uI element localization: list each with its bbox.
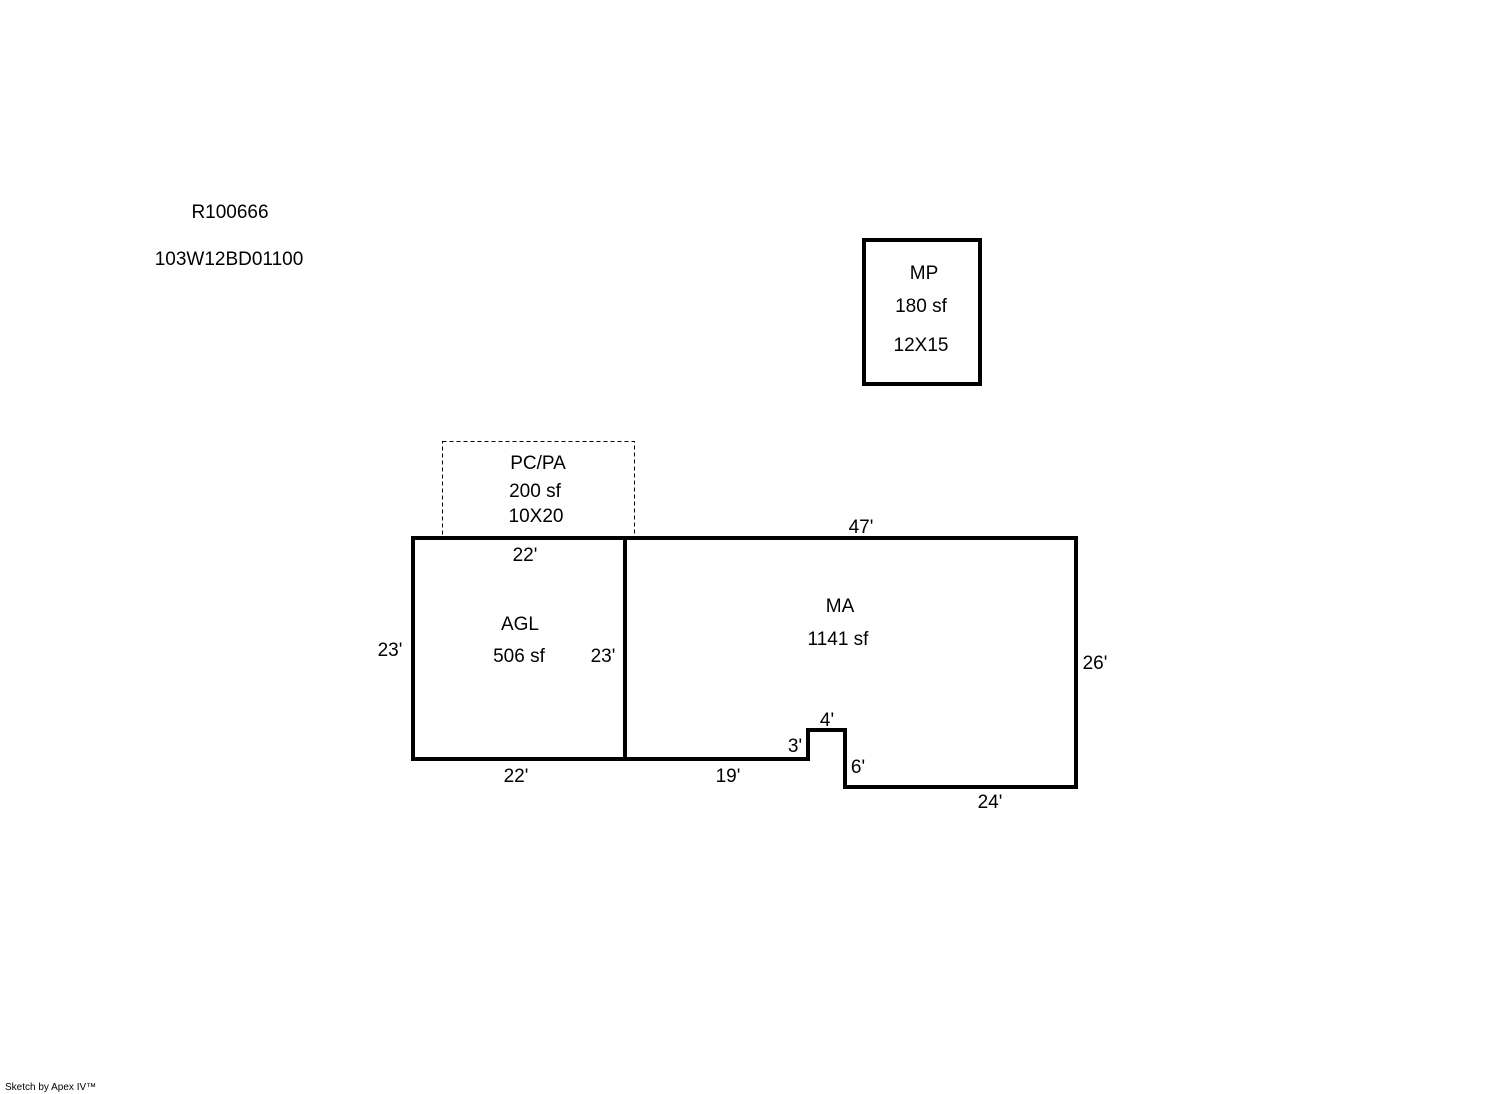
mp-area-size: 180 sf (895, 296, 947, 317)
mp-area-dims: 12X15 (894, 335, 949, 356)
ma-area-outline (625, 536, 1078, 789)
pcpa-area-code: PC/PA (510, 453, 566, 474)
pcpa-area-dims: 10X20 (509, 506, 564, 527)
pcpa-area-outline (442, 441, 635, 538)
mp-area-outline (862, 238, 982, 386)
dim-ma-top: 47' (849, 517, 874, 538)
dim-notch-drop: 6' (851, 757, 865, 778)
dim-agl-left: 23' (378, 640, 403, 661)
dim-agl-top: 22' (513, 545, 538, 566)
ma-area-size: 1141 sf (808, 629, 870, 650)
pcpa-area-size: 200 sf (509, 481, 561, 502)
dim-ma-bottom-right: 24' (978, 792, 1003, 813)
dim-agl-right: 23' (591, 646, 616, 667)
dim-notch-top: 4' (820, 710, 834, 731)
ma-area-code: MA (826, 596, 855, 617)
mp-area-code: MP (910, 263, 939, 284)
account-id: R100666 (191, 202, 268, 223)
sketch-credit: Sketch by Apex IV™ (5, 1082, 96, 1093)
agl-area-outline (411, 536, 627, 761)
dim-ma-right: 26' (1083, 653, 1108, 674)
agl-area-size: 506 sf (493, 646, 545, 667)
dim-agl-bottom: 22' (504, 766, 529, 787)
dim-ma-bottom-left: 19' (716, 766, 741, 787)
map-tax-lot: 103W12BD01100 (155, 249, 304, 270)
dim-notch-rise: 3' (788, 736, 802, 757)
agl-area-code: AGL (501, 614, 539, 635)
